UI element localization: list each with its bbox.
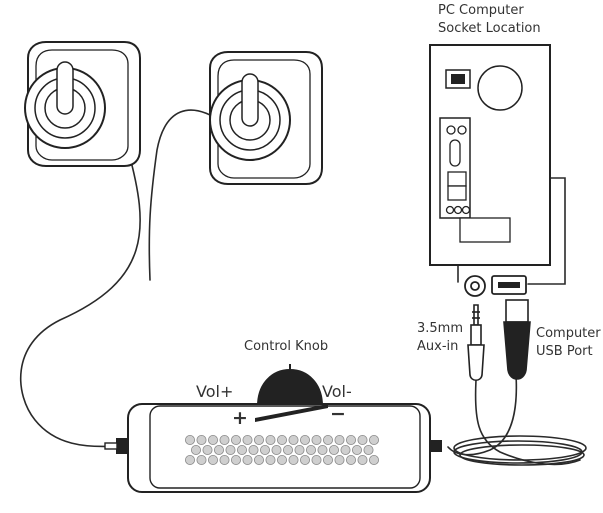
volume-wedge: [255, 404, 328, 422]
grille-hole: [322, 434, 333, 445]
cable-coil: [453, 435, 587, 466]
grille-hole: [299, 434, 310, 445]
grille-hole: [294, 444, 305, 455]
grille-hole: [196, 434, 207, 445]
grille-hole: [236, 444, 247, 455]
grille-hole: [253, 434, 264, 445]
vol-minus-label: Vol-: [322, 382, 352, 401]
left-speaker-cable: [19, 149, 141, 448]
grille-hole: [311, 454, 322, 465]
fan: [477, 65, 523, 111]
aux-label-line2: Aux-in: [417, 339, 458, 354]
grille-hole: [288, 434, 299, 445]
grille-hole: [276, 454, 287, 465]
grille-hole: [311, 434, 322, 445]
aux-plug: [467, 304, 485, 382]
pc-label-line1: PC Computer: [438, 3, 524, 18]
grille-hole: [322, 454, 333, 465]
grille-hole: [368, 434, 379, 445]
grille-hole: [276, 434, 287, 445]
left-speaker: [24, 41, 141, 167]
usb-plug: [503, 299, 531, 380]
usb-cable: [447, 374, 518, 456]
grille-hole: [242, 454, 253, 465]
grille-hole: [282, 444, 293, 455]
grille-hole: [207, 434, 218, 445]
grille-hole: [230, 434, 241, 445]
grille-hole: [345, 454, 356, 465]
grille-hole: [184, 454, 195, 465]
grille-hole: [288, 454, 299, 465]
grille-hole: [363, 444, 374, 455]
grille-hole: [345, 434, 356, 445]
socket-panel: [464, 275, 527, 297]
control-knob-label: Control Knob: [244, 339, 328, 354]
grille-hole: [219, 434, 230, 445]
pc-usb-ports: [447, 171, 467, 187]
aux-label-line1: 3.5mm: [417, 321, 463, 336]
grille-hole: [328, 444, 339, 455]
grille-hole: [305, 444, 316, 455]
pc-audio-jacks: [445, 205, 455, 215]
plus-sign: +: [232, 407, 248, 429]
grille-hole: [265, 454, 276, 465]
grille-hole: [213, 444, 224, 455]
usb-label-line1: Computer: [536, 326, 601, 341]
grille-hole: [334, 434, 345, 445]
grille-hole: [334, 454, 345, 465]
grille-hole: [242, 434, 253, 445]
grille-hole: [317, 444, 328, 455]
grille-hole: [357, 454, 368, 465]
grille-hole: [190, 444, 201, 455]
vol-plus-label: Vol+: [196, 382, 233, 401]
grille-hole: [207, 454, 218, 465]
grille-hole: [259, 444, 270, 455]
grille-hole: [351, 444, 362, 455]
speaker-link-cable: [148, 109, 223, 281]
grille-hole: [196, 454, 207, 465]
grille-hole: [219, 454, 230, 465]
io-panel: [439, 117, 471, 219]
control-box: [104, 364, 442, 493]
usb-label-line2: USB Port: [536, 344, 593, 359]
grille-hole: [253, 454, 264, 465]
right-speaker: [209, 51, 323, 185]
pc-tower: [429, 44, 551, 266]
grille-hole: [368, 454, 379, 465]
grille-hole: [340, 444, 351, 455]
minus-sign: −: [330, 403, 346, 425]
grille-hole: [271, 444, 282, 455]
aux-cable: [474, 379, 581, 466]
speaker-grille: [184, 434, 379, 465]
grille-hole: [299, 454, 310, 465]
grille-hole: [184, 434, 195, 445]
grille-hole: [357, 434, 368, 445]
grille-hole: [230, 454, 241, 465]
grille-hole: [202, 444, 213, 455]
grille-hole: [248, 444, 259, 455]
expansion-slot: [459, 217, 511, 243]
grille-hole: [225, 444, 236, 455]
grille-hole: [265, 434, 276, 445]
pc-label-line2: Socket Location: [438, 21, 541, 36]
cables: [19, 109, 587, 466]
